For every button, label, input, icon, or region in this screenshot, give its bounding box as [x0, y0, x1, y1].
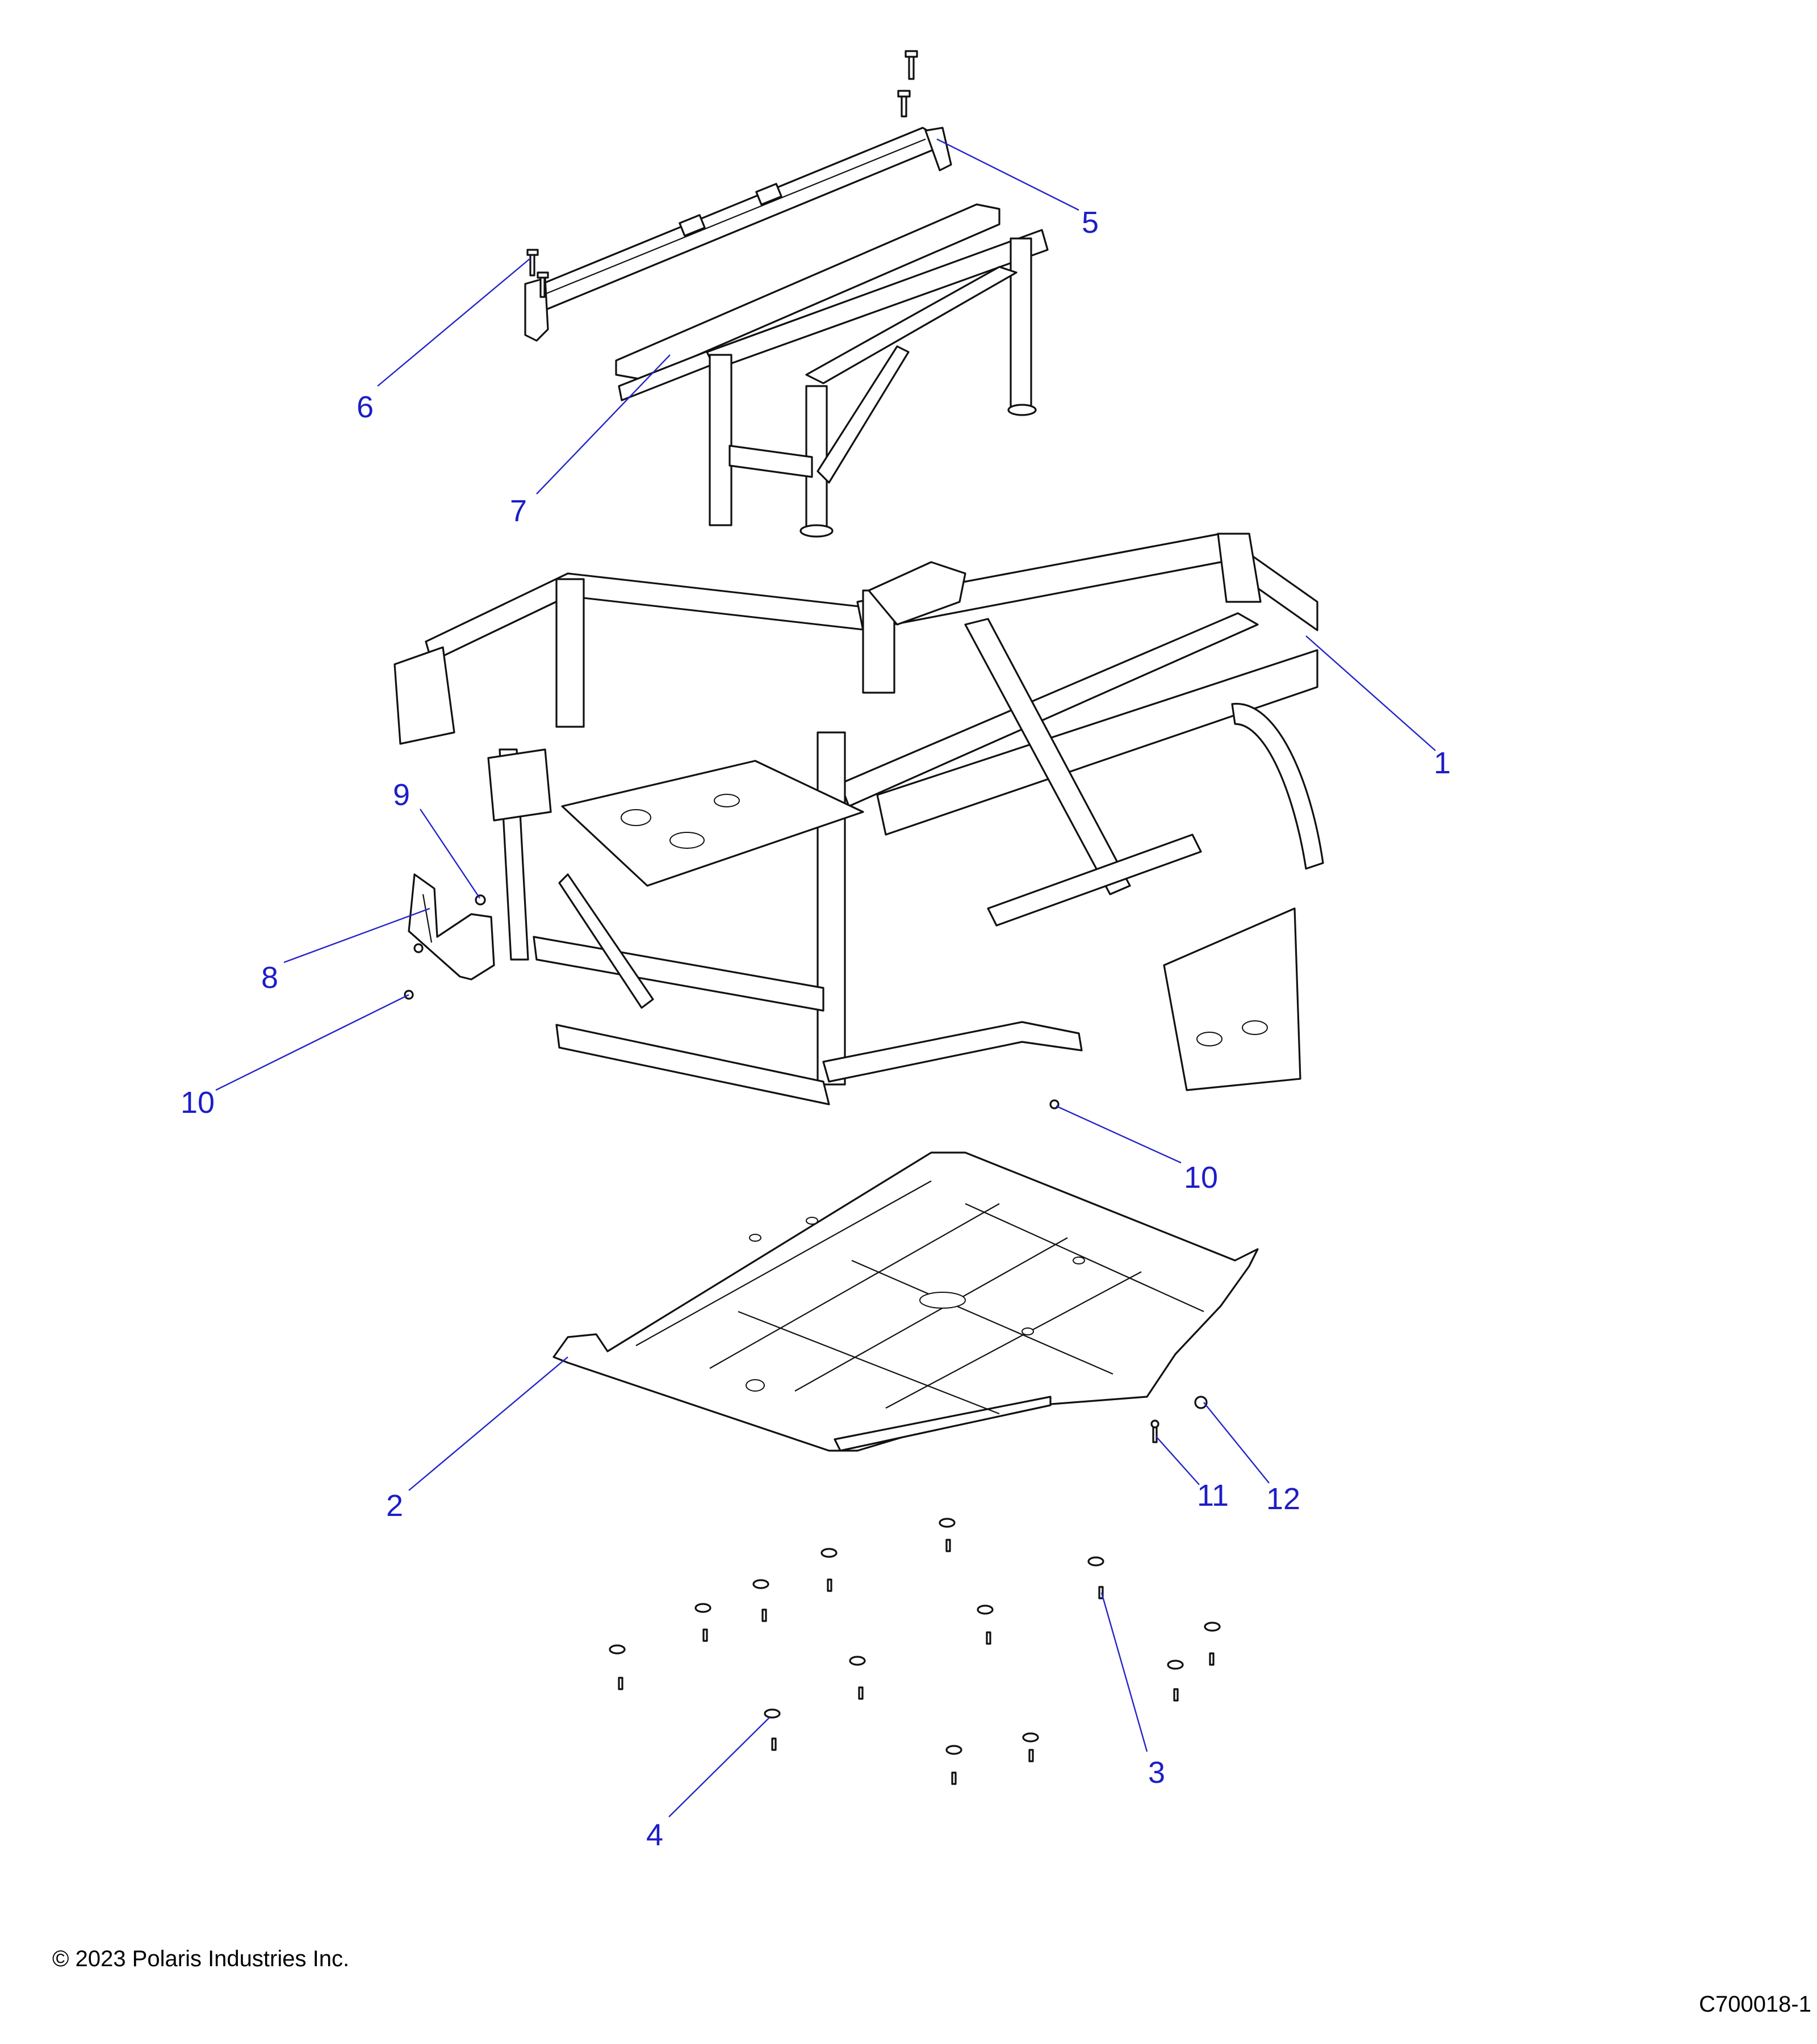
part-rack-frame: [615, 203, 1049, 538]
leader-1: [1305, 635, 1436, 751]
bolt-group-top: [526, 50, 918, 298]
leader-3: [1100, 1592, 1148, 1752]
leader-7: [536, 354, 671, 495]
copyright-notice: © 2023 Polaris Industries Inc.: [52, 1946, 350, 1971]
leader-10a: [215, 994, 409, 1091]
leader-10b: [1056, 1105, 1182, 1164]
callout-2: 2: [386, 1489, 403, 1523]
fastener-group-left: [404, 894, 1060, 1109]
part-side-bracket: [408, 873, 495, 981]
leader-6: [377, 258, 531, 387]
callout-8: 8: [261, 961, 278, 995]
callout-12: 12: [1266, 1482, 1300, 1516]
callout-11: 11: [1197, 1478, 1229, 1513]
fastener-group-right: [1150, 1396, 1208, 1443]
callout-3: 3: [1148, 1756, 1165, 1790]
leader-11: [1155, 1436, 1200, 1485]
drawing-number: C700018-1: [1699, 1992, 1811, 2017]
fastener-grid-bottom: [609, 1518, 1221, 1785]
leader-2: [408, 1356, 568, 1491]
leader-12: [1203, 1402, 1270, 1484]
callout-9: 9: [393, 778, 410, 812]
callout-7: 7: [510, 494, 527, 528]
leader-lines: [215, 138, 1436, 1817]
leader-8: [283, 907, 430, 964]
part-main-chassis-frame: [393, 533, 1324, 1105]
part-skid-plate: [552, 1151, 1259, 1452]
leader-4: [668, 1717, 770, 1817]
callout-6: 6: [357, 390, 374, 424]
callout-4: 4: [646, 1818, 663, 1852]
callout-10a: 10: [181, 1086, 215, 1120]
callout-1: 1: [1434, 746, 1451, 780]
callout-5: 5: [1082, 206, 1099, 240]
leader-5: [936, 138, 1079, 211]
callout-10b: 10: [1184, 1161, 1218, 1195]
callout-labels: 1 2 3 4 5 6 7 8 9 10 10 11 12: [181, 206, 1451, 1852]
leader-9: [420, 809, 480, 899]
